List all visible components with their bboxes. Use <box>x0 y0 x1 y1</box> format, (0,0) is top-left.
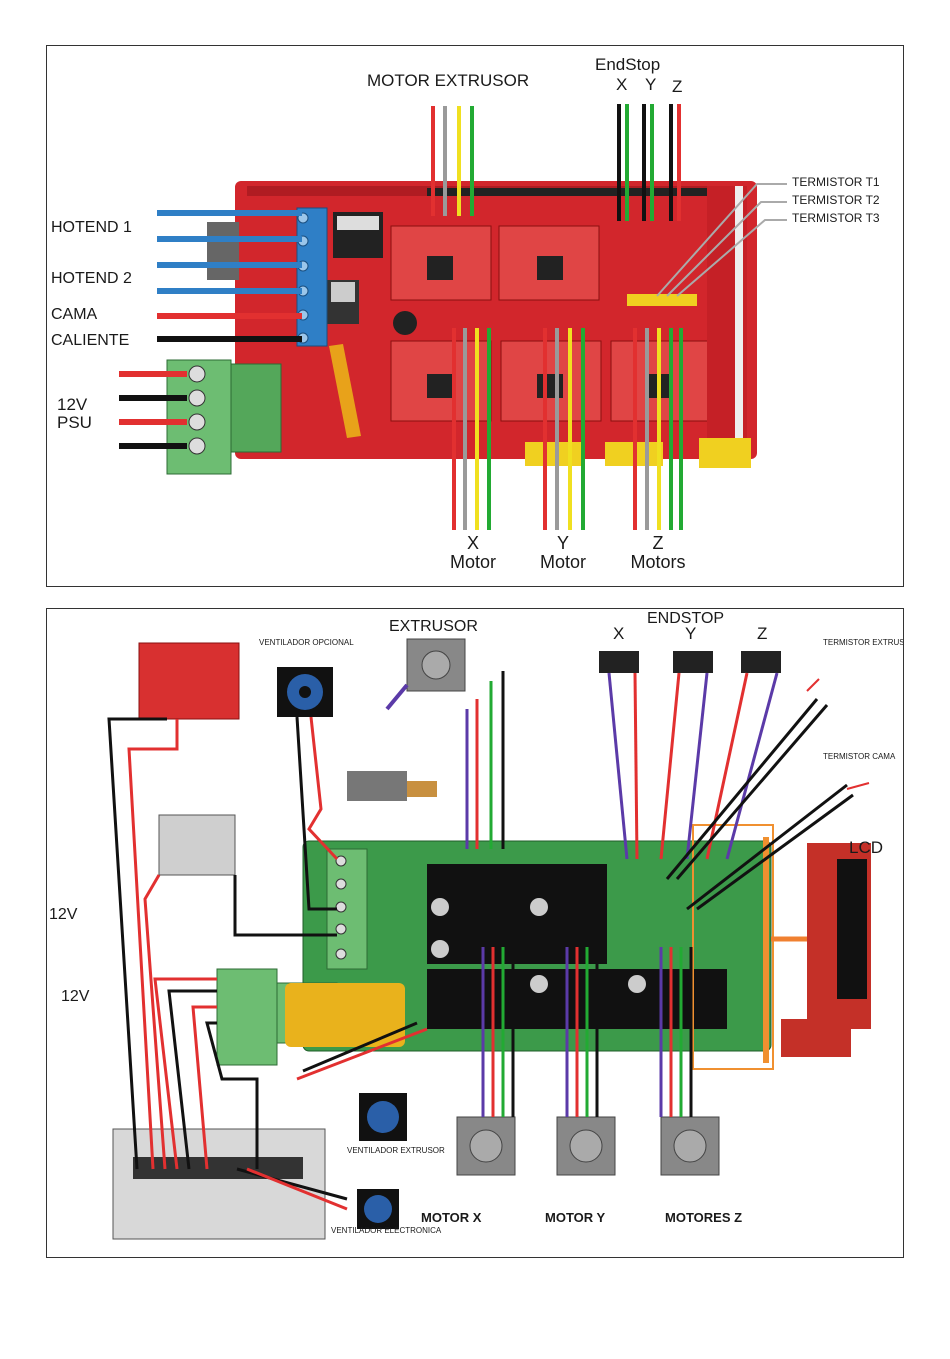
label-12v-2: 12V <box>61 989 89 1005</box>
stepper-driver-e0 <box>391 226 491 300</box>
label-lcd: LCD <box>849 839 883 856</box>
endstop-switches <box>599 651 781 673</box>
ventilador-extrusor-fan <box>359 1093 407 1141</box>
label-ventilador-opcional: VENTILADOR OPCIONAL <box>259 639 349 648</box>
label-hotend-1: HOTEND 1 <box>51 220 132 236</box>
ventilador-electronica-fan <box>357 1189 399 1229</box>
label-termistor-t1: TERMISTOR T1 <box>792 176 880 188</box>
label-x-axis: X <box>441 534 505 553</box>
motor-x <box>457 1117 515 1175</box>
label-y-motor: Y Motor <box>531 534 595 572</box>
label-termistor-extrusor: TERMISTOR EXTRUSOR <box>823 639 893 648</box>
label-z-axis: Z <box>619 534 697 553</box>
label-extrusor: EXTRUSOR <box>389 619 478 635</box>
label-ventilador-extrusor: VENTILADOR EXTRUSOR <box>347 1147 427 1156</box>
label-12v-1: 12V <box>49 907 77 923</box>
ramps-green-board-drawing <box>47 609 903 1257</box>
label-y-motor-text: Motor <box>531 553 595 572</box>
label-ventilador-electronica: VENTILADOR ELECTRONICA <box>331 1227 421 1236</box>
label-termistor-cama: TERMISTOR CAMA <box>823 753 873 762</box>
label-endstop-x: X <box>616 76 627 93</box>
ventilador-opcional-fan <box>277 667 333 717</box>
polyfuse <box>285 983 405 1047</box>
lcd-adapter <box>771 843 871 1057</box>
hotend <box>347 771 437 801</box>
motores-z <box>661 1117 719 1175</box>
thermistor-probes <box>807 679 869 789</box>
label-cama: CAMA <box>51 307 97 323</box>
ramps-green-wiring-diagram: EXTRUSOR ENDSTOP X Y Z VENTILADOR OPCION… <box>46 608 904 1258</box>
label-motor-y: MOTOR Y <box>545 1211 605 1224</box>
label-z-motors-text: Motors <box>619 553 697 572</box>
label-motores-z: MOTORES Z <box>665 1211 742 1224</box>
label-endstop-y: Y <box>645 76 656 93</box>
label-caliente: CALIENTE <box>51 333 129 349</box>
label-termistor-t3: TERMISTOR T3 <box>792 212 880 224</box>
power-terminal <box>217 969 277 1065</box>
stepper-driver-y <box>501 341 601 421</box>
label-endstop-z: Z <box>672 78 682 95</box>
label-termistor-t2: TERMISTOR T2 <box>792 194 880 206</box>
label-motor-x: MOTOR X <box>421 1211 481 1224</box>
blue-screw-terminal <box>297 208 327 346</box>
label-psu: PSU <box>57 414 92 431</box>
label-12v: 12V <box>57 396 87 413</box>
label-endstop-z: Z <box>757 625 767 642</box>
extrusor-motor <box>387 639 465 709</box>
motor-y <box>557 1117 615 1175</box>
label-hotend-2: HOTEND 2 <box>51 271 132 287</box>
ramps-red-board-drawing <box>47 46 903 586</box>
label-x-motor: X Motor <box>441 534 505 572</box>
stepper-driver-e1 <box>499 226 599 300</box>
ramps-red-wiring-diagram: MOTOR EXTRUSOR EndStop X Y Z TERMISTOR T… <box>46 45 904 587</box>
label-z-motors: Z Motors <box>619 534 697 572</box>
label-motor-extrusor: MOTOR EXTRUSOR <box>367 72 529 89</box>
relay <box>159 815 235 875</box>
label-y-axis: Y <box>531 534 595 553</box>
label-endstop-x: X <box>613 625 624 642</box>
label-endstop: EndStop <box>595 56 660 73</box>
heated-bed <box>139 643 239 719</box>
label-x-motor-text: Motor <box>441 553 505 572</box>
label-endstop-y: Y <box>685 625 696 642</box>
